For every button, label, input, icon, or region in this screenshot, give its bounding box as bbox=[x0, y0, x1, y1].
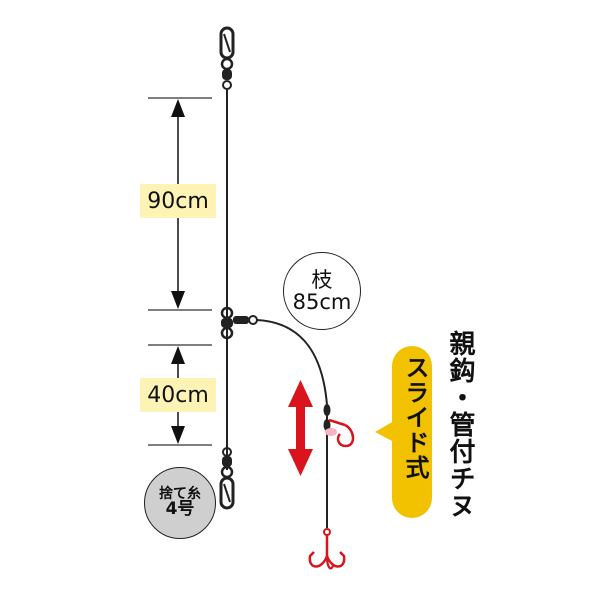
top-snap-icon bbox=[219, 26, 235, 90]
branch-length-badge: 枝 85cm bbox=[283, 252, 361, 330]
sinker-label-line1: 捨て糸 bbox=[159, 485, 201, 502]
branch-line bbox=[256, 319, 328, 406]
product-title-vertical: 親鈎・管付チヌ bbox=[445, 330, 475, 519]
sinker-label-line2: 4号 bbox=[165, 499, 195, 520]
slide-range-arrow-icon bbox=[288, 380, 313, 476]
bead-icon bbox=[323, 404, 331, 431]
treble-hook-icon bbox=[308, 528, 346, 570]
upper-length-label: 90cm bbox=[140, 184, 216, 218]
lower-length-label: 40cm bbox=[140, 378, 216, 412]
slide-hook-icon bbox=[325, 418, 355, 448]
branch-label-line1: 枝 bbox=[311, 267, 333, 292]
sinker-line-badge: 捨て糸 4号 bbox=[144, 467, 216, 539]
dimension-ticks bbox=[148, 97, 212, 446]
bottom-snap-icon bbox=[219, 447, 235, 510]
slide-badge-text: スライド式 bbox=[401, 355, 429, 480]
branch-label-line2: 85cm bbox=[292, 290, 352, 314]
slide-badge-shape bbox=[375, 346, 432, 518]
three-way-swivel-icon bbox=[220, 306, 258, 340]
